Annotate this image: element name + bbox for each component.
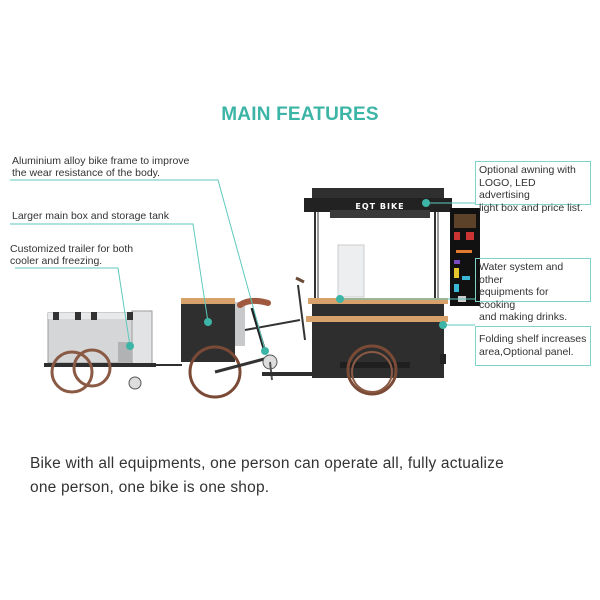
leader-lines — [10, 179, 475, 351]
page-title: MAIN FEATURES — [221, 104, 379, 125]
callout-main-box: Larger main box and storage tank — [12, 210, 169, 222]
callout-frame-line2: the wear resistance of the body. — [12, 167, 161, 179]
main-storage-box — [181, 298, 245, 362]
callout-trailer: Customized trailer for both cooler and f… — [10, 243, 133, 267]
callout-water-line2: equipments for cooking — [479, 286, 549, 311]
callout-main-box-line1: Larger main box and storage tank — [12, 210, 170, 222]
caption: Bike with all equipments, one person can… — [30, 452, 590, 500]
callout-shelf-line1: Folding shelf increases — [479, 333, 587, 345]
callout-awning-line2: LOGO, LED advertising — [479, 176, 536, 202]
callout-folding-shelf: Folding shelf increases area,Optional pa… — [475, 326, 591, 366]
callout-awning: Optional awning with LOGO, LED advertisi… — [475, 161, 591, 214]
trailer-cooler — [44, 310, 182, 394]
callout-trailer-line1: Customized trailer for both — [10, 243, 134, 255]
callout-awning-line3: light box and price list. — [479, 201, 583, 214]
callout-awning-line1: Optional awning with — [479, 164, 576, 176]
callout-water-line1: Water system and other — [479, 261, 564, 286]
vending-cart: EQT BIKE — [304, 188, 480, 396]
awning-brand: EQT BIKE — [355, 202, 404, 211]
caption-line2: one person, one bike is one shop. — [30, 479, 270, 496]
callout-frame: Aluminium alloy bike frame to improve th… — [12, 155, 189, 179]
callout-water-line3: and making drinks. — [479, 311, 568, 323]
callout-shelf-line2: area,Optional panel. — [479, 345, 574, 358]
callout-dots — [126, 199, 447, 355]
callout-frame-line1: Aluminium alloy bike frame to improve — [12, 155, 190, 167]
callout-trailer-line2: cooler and freezing. — [10, 255, 103, 267]
bike-frame — [188, 276, 312, 399]
caption-line1: Bike with all equipments, one person can… — [30, 455, 504, 472]
callout-water-system: Water system and other equipments for co… — [475, 258, 591, 323]
